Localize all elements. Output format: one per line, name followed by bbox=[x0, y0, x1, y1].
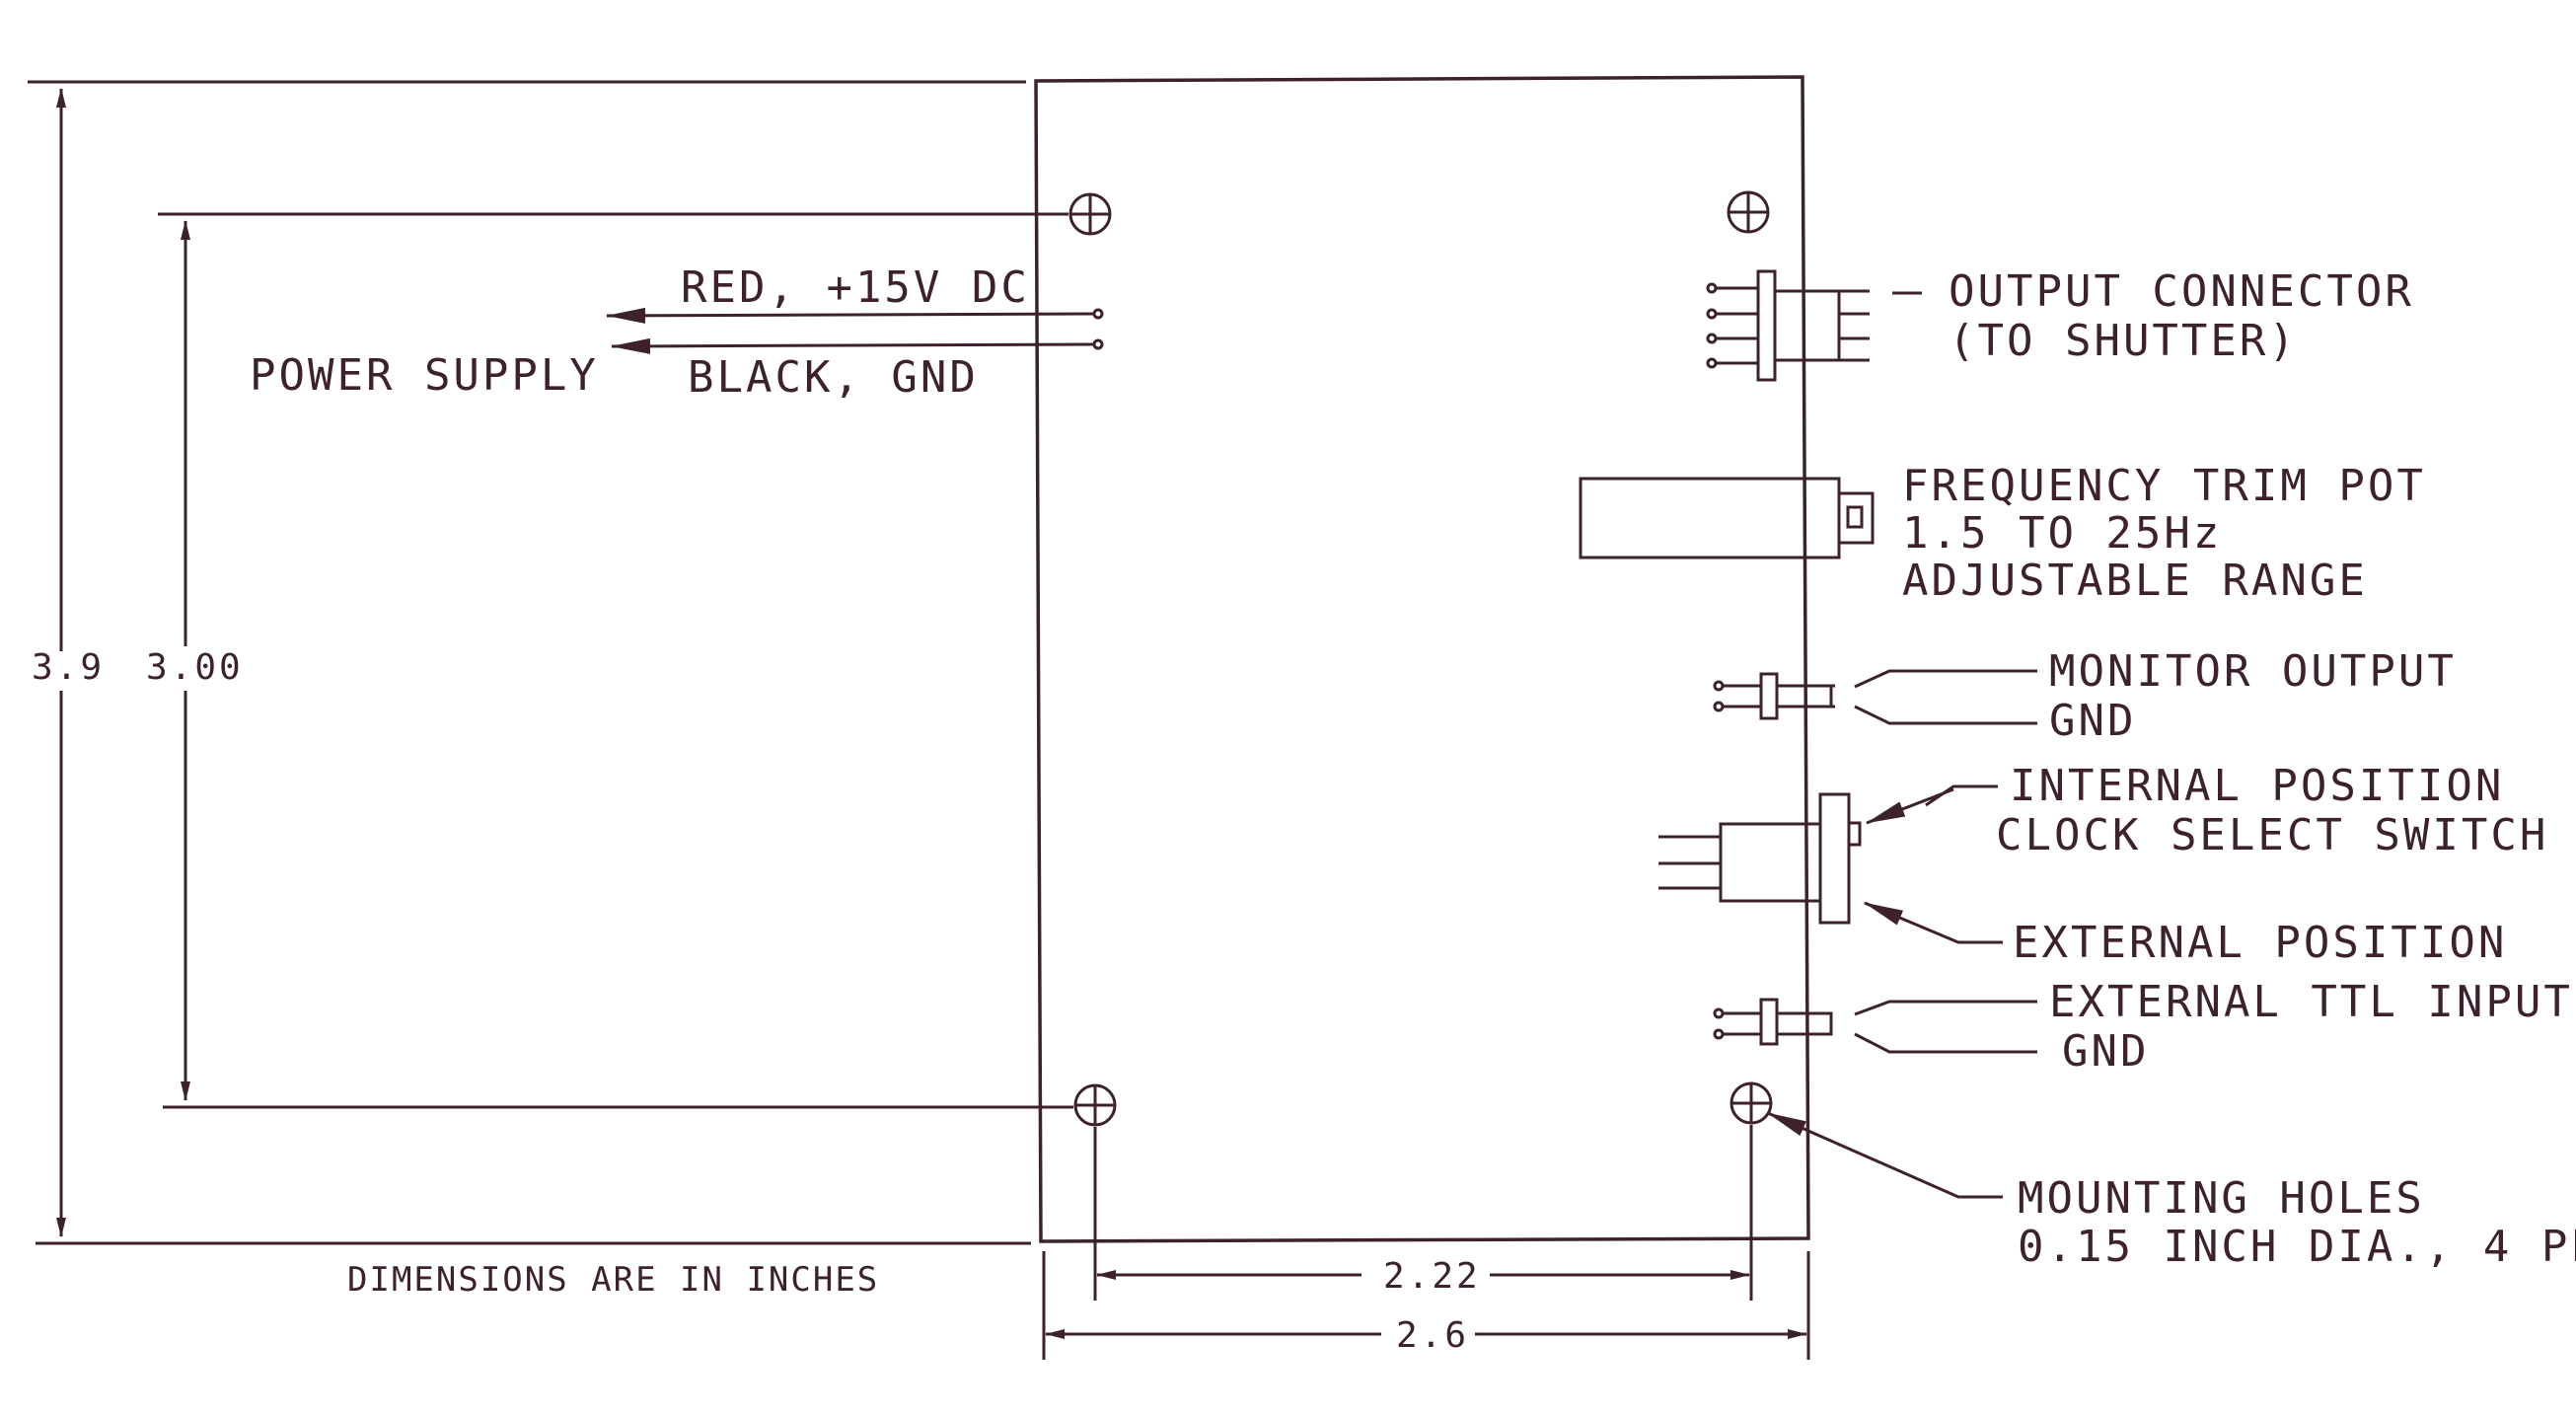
output-connector-label: OUTPUT CONNECTOR bbox=[1949, 266, 2414, 317]
clock-select-switch bbox=[1658, 784, 2003, 944]
bottom-extension-lines bbox=[1042, 1125, 1810, 1360]
mounting-holes-spec: 0.15 INCH DIA., 4 PLCS bbox=[2018, 1222, 2576, 1272]
monitor-output-connector bbox=[1713, 669, 2037, 725]
black-wire-label: BLACK, GND bbox=[688, 352, 979, 403]
hole-spacing-horizontal-label: 2.22 bbox=[1383, 1256, 1481, 1297]
hole-spacing-vertical-label: 3.00 bbox=[146, 647, 244, 688]
mounting-hole-bottom-left bbox=[1073, 1083, 1117, 1127]
clock-select-switch-label: CLOCK SELECT SWITCH bbox=[1996, 810, 2548, 860]
monitor-gnd-label: GND bbox=[2049, 696, 2136, 746]
units-note: DIMENSIONS ARE IN INCHES bbox=[347, 1260, 879, 1300]
mounting-hole-bottom-right bbox=[1730, 1081, 1773, 1125]
red-wire-label: RED, +15V DC bbox=[681, 262, 1030, 313]
trim-pot-label: FREQUENCY TRIM POT bbox=[1902, 461, 2426, 511]
ttl-input-connector bbox=[1713, 998, 2037, 1054]
mounting-holes-label: MOUNTING HOLES bbox=[2018, 1173, 2425, 1224]
power-wires bbox=[606, 307, 1104, 354]
external-position-label: EXTERNAL POSITION bbox=[2013, 918, 2507, 968]
frequency-trim-pot bbox=[1579, 477, 1875, 559]
mounting-hole-top-right bbox=[1727, 190, 1770, 234]
ttl-input-label: EXTERNAL TTL INPUT bbox=[2049, 977, 2573, 1027]
overall-height-label: 3.9 bbox=[32, 647, 105, 688]
board-outline bbox=[1034, 75, 1810, 1243]
mounting-hole-top-left bbox=[1068, 192, 1112, 236]
output-connector bbox=[1706, 269, 1922, 382]
ttl-gnd-label: GND bbox=[2062, 1026, 2149, 1077]
output-connector-sublabel: (TO SHUTTER) bbox=[1949, 316, 2298, 366]
mounting-holes-leader bbox=[1767, 1111, 2003, 1199]
monitor-output-label: MONITOR OUTPUT bbox=[2049, 646, 2457, 697]
internal-position-label: INTERNAL POSITION bbox=[2010, 761, 2504, 811]
trim-pot-range: 1.5 TO 25Hz bbox=[1902, 508, 2222, 559]
left-extension-lines bbox=[28, 80, 1073, 1245]
trim-pot-adjustable: ADJUSTABLE RANGE bbox=[1902, 556, 2368, 606]
power-supply-label: POWER SUPPLY bbox=[250, 350, 599, 401]
overall-width-label: 2.6 bbox=[1396, 1315, 1469, 1356]
